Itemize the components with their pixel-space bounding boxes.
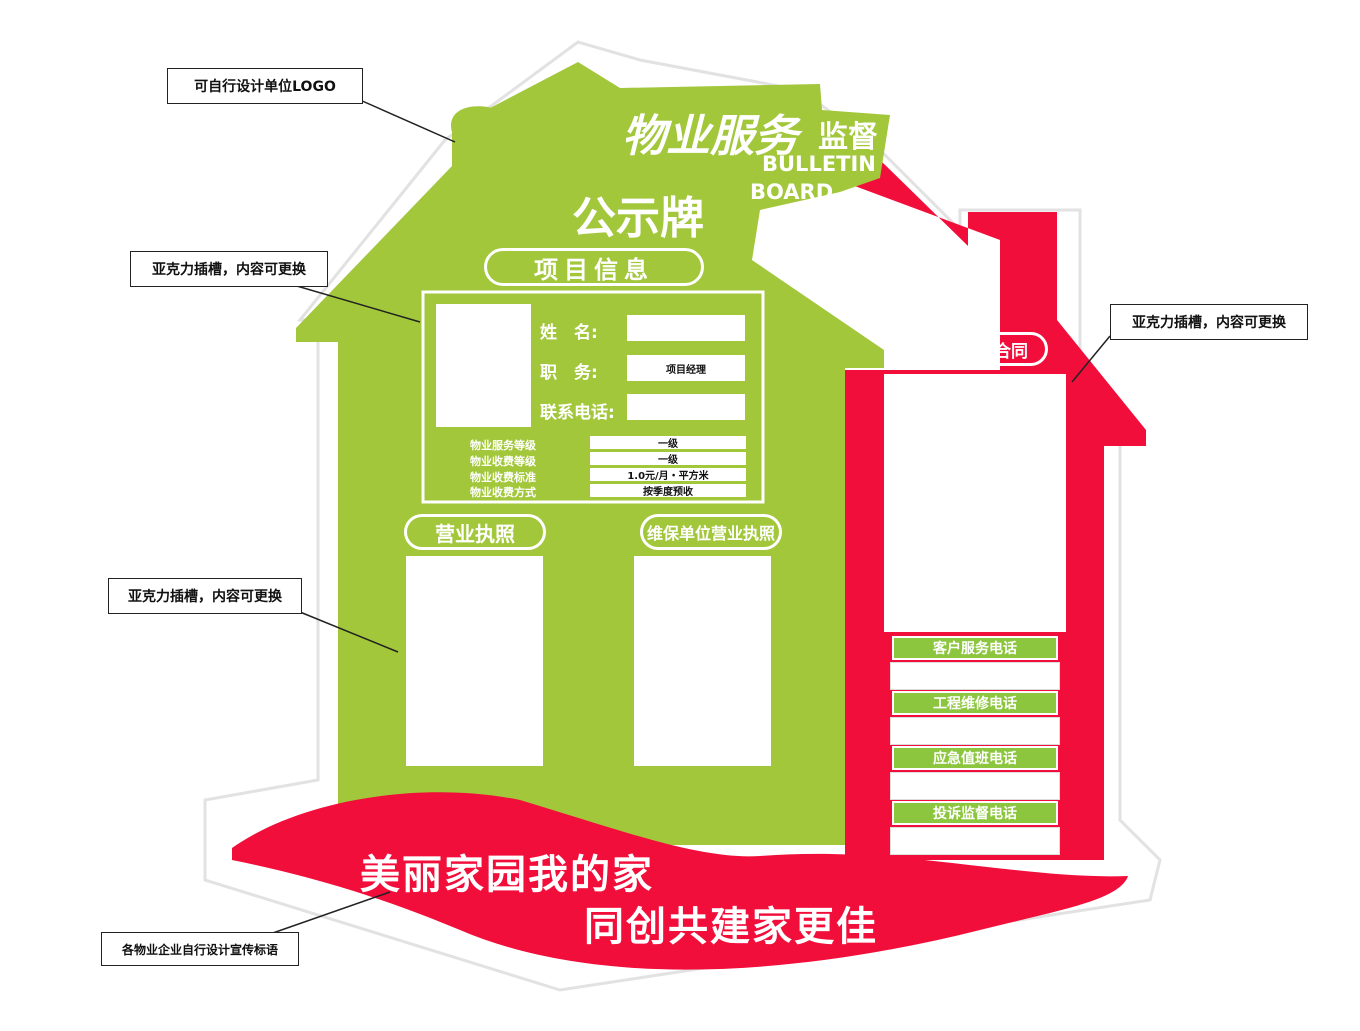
slogan-line-1: 美丽家园我的家 [360, 852, 654, 898]
leader-acrylic-1 [289, 283, 421, 323]
project-info-heading: 项目信息 [484, 248, 704, 286]
callout-slogan: 各物业企业自行设计宣传标语 [101, 932, 299, 966]
phone-slot-emergency [890, 772, 1060, 800]
phone-bar-emergency: 应急值班电话 [892, 746, 1058, 770]
title-sub: 监督 [818, 120, 878, 155]
level-value-standard: 1.0元/月・平方米 [590, 468, 746, 482]
phone-slot-customer [890, 662, 1060, 690]
contract-slot [884, 374, 1066, 632]
name-field [627, 315, 745, 341]
logo-area [451, 101, 575, 152]
callout-acrylic-left-top: 亚克力插槽，内容可更换 [130, 251, 328, 287]
phone-bar-complaint: 投诉监督电话 [892, 801, 1058, 825]
callout-acrylic-left-bottom: 亚克力插槽，内容可更换 [108, 578, 302, 614]
slogan-line-2: 同创共建家更佳 [584, 904, 878, 950]
callout-logo: 可自行设计单位LOGO [167, 68, 363, 104]
business-license-slot [406, 556, 543, 766]
phone-bar-customer: 客户服务电话 [892, 636, 1058, 660]
maintenance-license-slot [634, 556, 771, 766]
level-value-method: 按季度预收 [590, 484, 746, 498]
phone-label: 联系电话: [540, 403, 615, 423]
level-value-fee: 一级 [590, 452, 746, 466]
leader-logo [359, 99, 456, 143]
contract-heading: 物业服务合同 [906, 332, 1048, 366]
slogan-banner [232, 792, 1128, 970]
title-main: 物业服务 [622, 111, 798, 162]
leader-slogan [269, 891, 391, 935]
leader-acrylic-3 [299, 611, 399, 653]
name-label: 姓 名: [540, 323, 598, 343]
level-label-fee: 物业收费等级 [470, 455, 536, 468]
leader-acrylic-2 [1071, 335, 1111, 383]
level-label-method: 物业收费方式 [470, 486, 536, 499]
project-info-frame [421, 290, 765, 504]
level-value-service: 一级 [590, 436, 746, 450]
level-label-standard: 物业收费标准 [470, 471, 536, 484]
level-label-service: 物业服务等级 [470, 439, 536, 452]
phone-bar-engineering: 工程维修电话 [892, 691, 1058, 715]
position-field: 项目经理 [627, 355, 745, 381]
business-license-heading: 营业执照 [404, 514, 546, 550]
maintenance-license-heading: 维保单位营业执照 [640, 514, 782, 550]
phone-slot-engineering [890, 717, 1060, 745]
position-label: 职 务: [540, 363, 598, 383]
photo-slot [436, 304, 531, 427]
title-board: 公示牌 [572, 193, 704, 244]
phone-field [627, 394, 745, 420]
phone-slot-complaint [890, 827, 1060, 855]
title-en-2: BOARD [750, 180, 834, 204]
callout-acrylic-right: 亚克力插槽，内容可更换 [1110, 304, 1308, 340]
title-en-1: BULLETIN [762, 152, 876, 176]
